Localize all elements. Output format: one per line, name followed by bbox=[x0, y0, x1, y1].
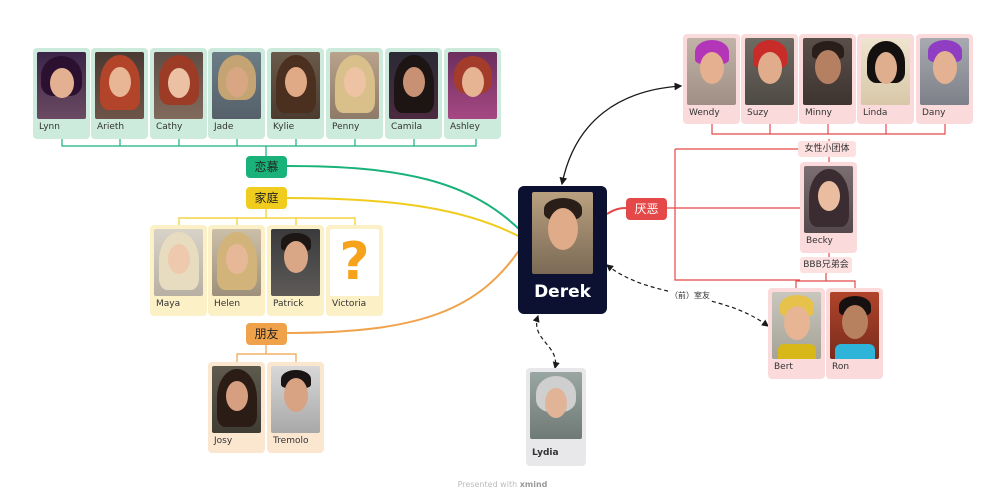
person-name: Jade bbox=[214, 122, 234, 132]
person-card-bert[interactable]: Bert bbox=[768, 288, 825, 379]
helen-portrait bbox=[212, 229, 261, 296]
person-name: Patrick bbox=[273, 299, 304, 309]
person-name: Kylie bbox=[273, 122, 295, 132]
cathy-portrait bbox=[154, 52, 203, 119]
person-card-patrick[interactable]: Patrick bbox=[267, 225, 324, 316]
person-card-arieth[interactable]: Arieth bbox=[91, 48, 148, 139]
ron-portrait bbox=[830, 292, 879, 359]
person-name: Wendy bbox=[689, 108, 720, 118]
suzy-portrait bbox=[745, 38, 794, 105]
person-card-cathy[interactable]: Cathy bbox=[150, 48, 207, 139]
minny-portrait bbox=[803, 38, 852, 105]
person-name: Victoria bbox=[332, 299, 367, 309]
group-label-hate[interactable]: 厌恶 bbox=[626, 198, 667, 220]
becky-portrait bbox=[804, 166, 853, 233]
person-card-jade[interactable]: Jade bbox=[208, 48, 265, 139]
person-card-ron[interactable]: Ron bbox=[826, 288, 883, 379]
xmind-logo[interactable]: xmind bbox=[519, 480, 548, 489]
person-card-becky[interactable]: Becky bbox=[800, 162, 857, 253]
question-mark-icon: ? bbox=[339, 232, 370, 292]
wendy-portrait bbox=[687, 38, 736, 105]
person-name: Bert bbox=[774, 362, 793, 372]
subgroup-label-girls[interactable]: 女性小团体 bbox=[798, 141, 856, 157]
person-name: Penny bbox=[332, 122, 360, 132]
person-name: Lydia bbox=[532, 448, 559, 458]
person-name: Ashley bbox=[450, 122, 480, 132]
person-card-wendy[interactable]: Wendy bbox=[683, 34, 740, 124]
person-name: Suzy bbox=[747, 108, 769, 118]
subgroup-label-bbb[interactable]: BBB兄弟会 bbox=[800, 257, 852, 273]
person-card-victoria[interactable]: ? Victoria bbox=[326, 225, 383, 316]
group-label-family[interactable]: 家庭 bbox=[246, 187, 287, 209]
person-card-linda[interactable]: Linda bbox=[857, 34, 914, 124]
person-card-lynn[interactable]: Lynn bbox=[33, 48, 90, 139]
person-name: Camila bbox=[391, 122, 423, 132]
person-name: Maya bbox=[156, 299, 181, 309]
person-card-ashley[interactable]: Ashley bbox=[444, 48, 501, 139]
lynn-portrait bbox=[37, 52, 86, 119]
person-name: Becky bbox=[806, 236, 833, 246]
person-card-penny[interactable]: Penny bbox=[326, 48, 383, 139]
person-card-suzy[interactable]: Suzy bbox=[741, 34, 798, 124]
person-card-helen[interactable]: Helen bbox=[208, 225, 265, 316]
derek-portrait bbox=[532, 192, 593, 274]
person-name: Minny bbox=[805, 108, 832, 118]
person-name: Tremolo bbox=[273, 436, 309, 446]
tremolo-portrait bbox=[271, 366, 320, 433]
person-card-tremolo[interactable]: Tremolo bbox=[267, 362, 324, 453]
footer-prefix: Presented with bbox=[457, 480, 518, 489]
footer: Presented with xmind bbox=[0, 480, 1005, 489]
person-name: Helen bbox=[214, 299, 241, 309]
person-card-josy[interactable]: Josy bbox=[208, 362, 265, 453]
person-name: Josy bbox=[214, 436, 233, 446]
maya-portrait bbox=[154, 229, 203, 296]
victoria-portrait: ? bbox=[330, 229, 379, 296]
ashley-portrait bbox=[448, 52, 497, 119]
josy-portrait bbox=[212, 366, 261, 433]
person-name: Ron bbox=[832, 362, 850, 372]
person-card-kylie[interactable]: Kylie bbox=[267, 48, 324, 139]
edge-label-roommate: （前）室友 bbox=[668, 290, 712, 301]
person-card-dany[interactable]: Dany bbox=[916, 34, 973, 124]
group-label-friends[interactable]: 朋友 bbox=[246, 323, 287, 345]
jade-portrait bbox=[212, 52, 261, 119]
person-card-minny[interactable]: Minny bbox=[799, 34, 856, 124]
bert-portrait bbox=[772, 292, 821, 359]
linda-portrait bbox=[861, 38, 910, 105]
person-name: Linda bbox=[863, 108, 888, 118]
person-card-camila[interactable]: Camila bbox=[385, 48, 442, 139]
patrick-portrait bbox=[271, 229, 320, 296]
person-name: Dany bbox=[922, 108, 946, 118]
person-card-lydia[interactable]: Lydia bbox=[526, 368, 586, 466]
arieth-portrait bbox=[95, 52, 144, 119]
camila-portrait bbox=[389, 52, 438, 119]
person-name: Lynn bbox=[39, 122, 60, 132]
central-node-derek[interactable]: Derek bbox=[518, 186, 607, 314]
lydia-portrait bbox=[530, 372, 582, 439]
person-name: Cathy bbox=[156, 122, 183, 132]
central-node-name: Derek bbox=[534, 282, 591, 302]
person-name: Arieth bbox=[97, 122, 125, 132]
person-card-maya[interactable]: Maya bbox=[150, 225, 207, 316]
kylie-portrait bbox=[271, 52, 320, 119]
group-label-love[interactable]: 恋慕 bbox=[246, 156, 287, 178]
dany-portrait bbox=[920, 38, 969, 105]
penny-portrait bbox=[330, 52, 379, 119]
